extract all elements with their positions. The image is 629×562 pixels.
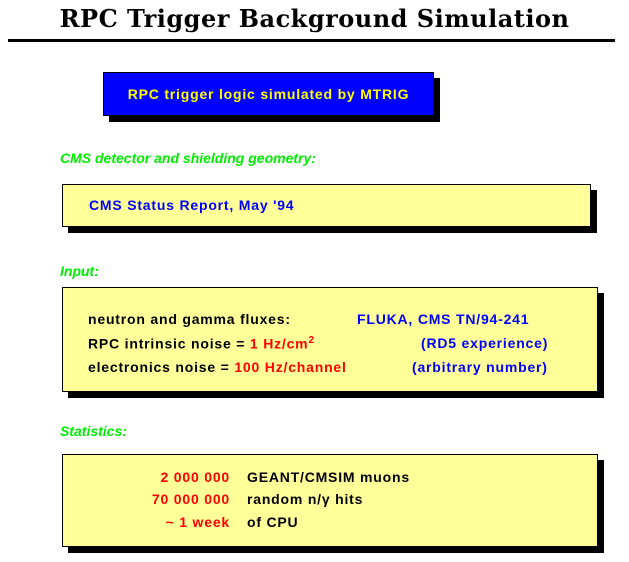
stat-value: 70 000 000 [151, 491, 230, 507]
geometry-text: CMS Status Report, May '94 [89, 197, 295, 213]
stat-value: ~ 1 week [165, 514, 230, 530]
input-row-value: FLUKA, CMS TN/94-241 [357, 311, 530, 327]
input-row-note: (arbitrary number) [412, 359, 548, 375]
banner-text: RPC trigger logic simulated by MTRIG [127, 86, 410, 102]
input-row-sup: 2 [308, 335, 315, 346]
input-label: Input: [60, 263, 99, 279]
statistics-label: Statistics: [60, 423, 127, 439]
title-divider [8, 39, 615, 42]
input-row-text: neutron and gamma fluxes: [88, 311, 291, 327]
stat-text: of CPU [247, 514, 299, 530]
statistics-box: 2 000 000 GEANT/CMSIM muons 70 000 000 r… [62, 454, 598, 547]
input-box: neutron and gamma fluxes: FLUKA, CMS TN/… [62, 287, 598, 392]
geometry-box: CMS Status Report, May '94 [62, 184, 591, 227]
geometry-label: CMS detector and shielding geometry: [60, 150, 316, 166]
input-row-text: electronics noise = [88, 359, 235, 375]
mtrig-banner: RPC trigger logic simulated by MTRIG [103, 72, 434, 116]
stat-text: random n/γ hits [247, 491, 364, 507]
stat-value: 2 000 000 [160, 469, 230, 485]
stat-text: GEANT/CMSIM muons [247, 469, 410, 485]
slide-title: RPC Trigger Background Simulation [59, 4, 570, 33]
input-row-note: (RD5 experience) [421, 335, 549, 351]
input-row-value: 100 Hz/channel [234, 359, 347, 375]
input-row-text: RPC intrinsic noise = [88, 335, 250, 352]
input-row-value: 1 Hz/cm [249, 335, 309, 352]
